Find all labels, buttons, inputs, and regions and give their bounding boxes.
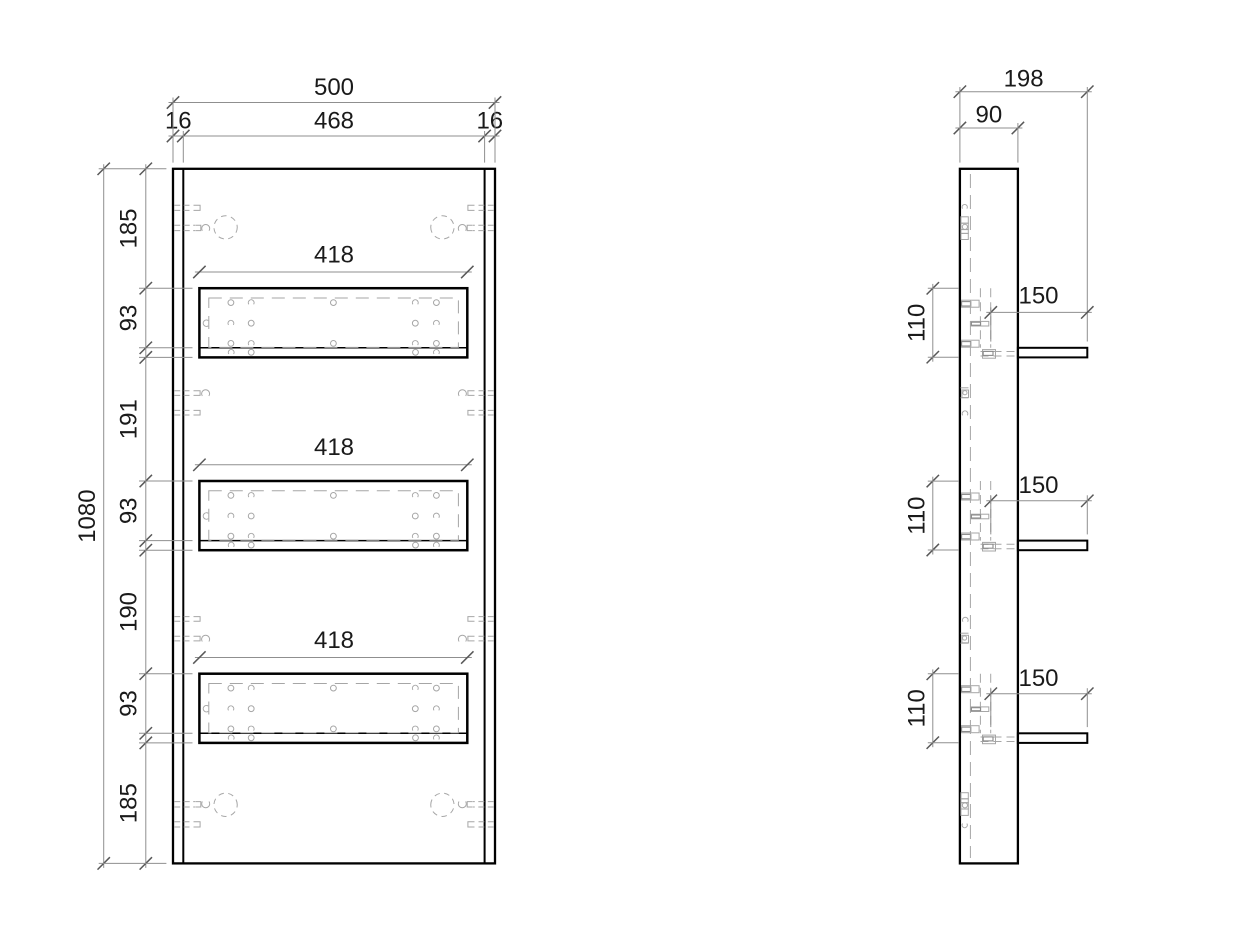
svg-text:500: 500 bbox=[314, 74, 354, 101]
svg-text:90: 90 bbox=[976, 102, 1003, 129]
svg-text:150: 150 bbox=[1018, 472, 1058, 499]
svg-text:1080: 1080 bbox=[74, 489, 101, 542]
svg-text:198: 198 bbox=[1004, 66, 1044, 93]
svg-text:150: 150 bbox=[1018, 283, 1058, 310]
svg-text:16: 16 bbox=[165, 107, 192, 134]
svg-text:191: 191 bbox=[115, 399, 142, 439]
svg-text:93: 93 bbox=[115, 690, 142, 717]
svg-text:93: 93 bbox=[115, 497, 142, 524]
svg-text:93: 93 bbox=[115, 305, 142, 332]
svg-text:16: 16 bbox=[476, 107, 503, 134]
svg-text:468: 468 bbox=[314, 107, 354, 134]
svg-text:150: 150 bbox=[1018, 665, 1058, 692]
svg-text:185: 185 bbox=[115, 783, 142, 823]
svg-text:185: 185 bbox=[115, 208, 142, 248]
svg-text:190: 190 bbox=[115, 592, 142, 632]
